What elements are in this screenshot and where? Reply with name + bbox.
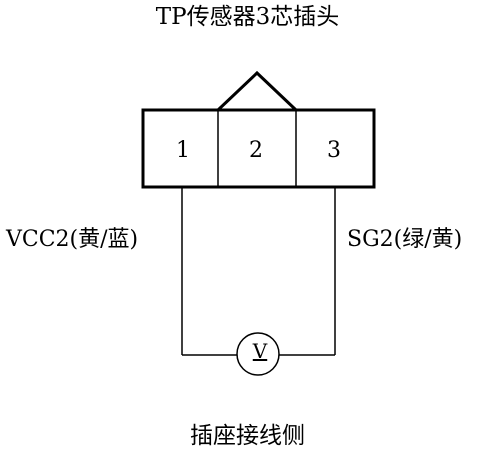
wire-label-left: VCC2(黄/蓝) — [6, 227, 139, 252]
diagram-title: TP传感器3芯插头 — [155, 4, 340, 30]
wire-label-right: SG2(绿/黄) — [347, 227, 463, 252]
voltmeter-label: V — [252, 339, 268, 363]
connector-outline — [141, 108, 376, 189]
voltmeter-icon — [236, 332, 280, 376]
connector-lock-tab — [216, 70, 298, 112]
pin-number-1: 1 — [176, 138, 190, 163]
pin-number-2: 2 — [249, 138, 263, 163]
pin-number-3: 3 — [327, 138, 341, 163]
diagram-footer: 插座接线侧 — [190, 423, 305, 449]
